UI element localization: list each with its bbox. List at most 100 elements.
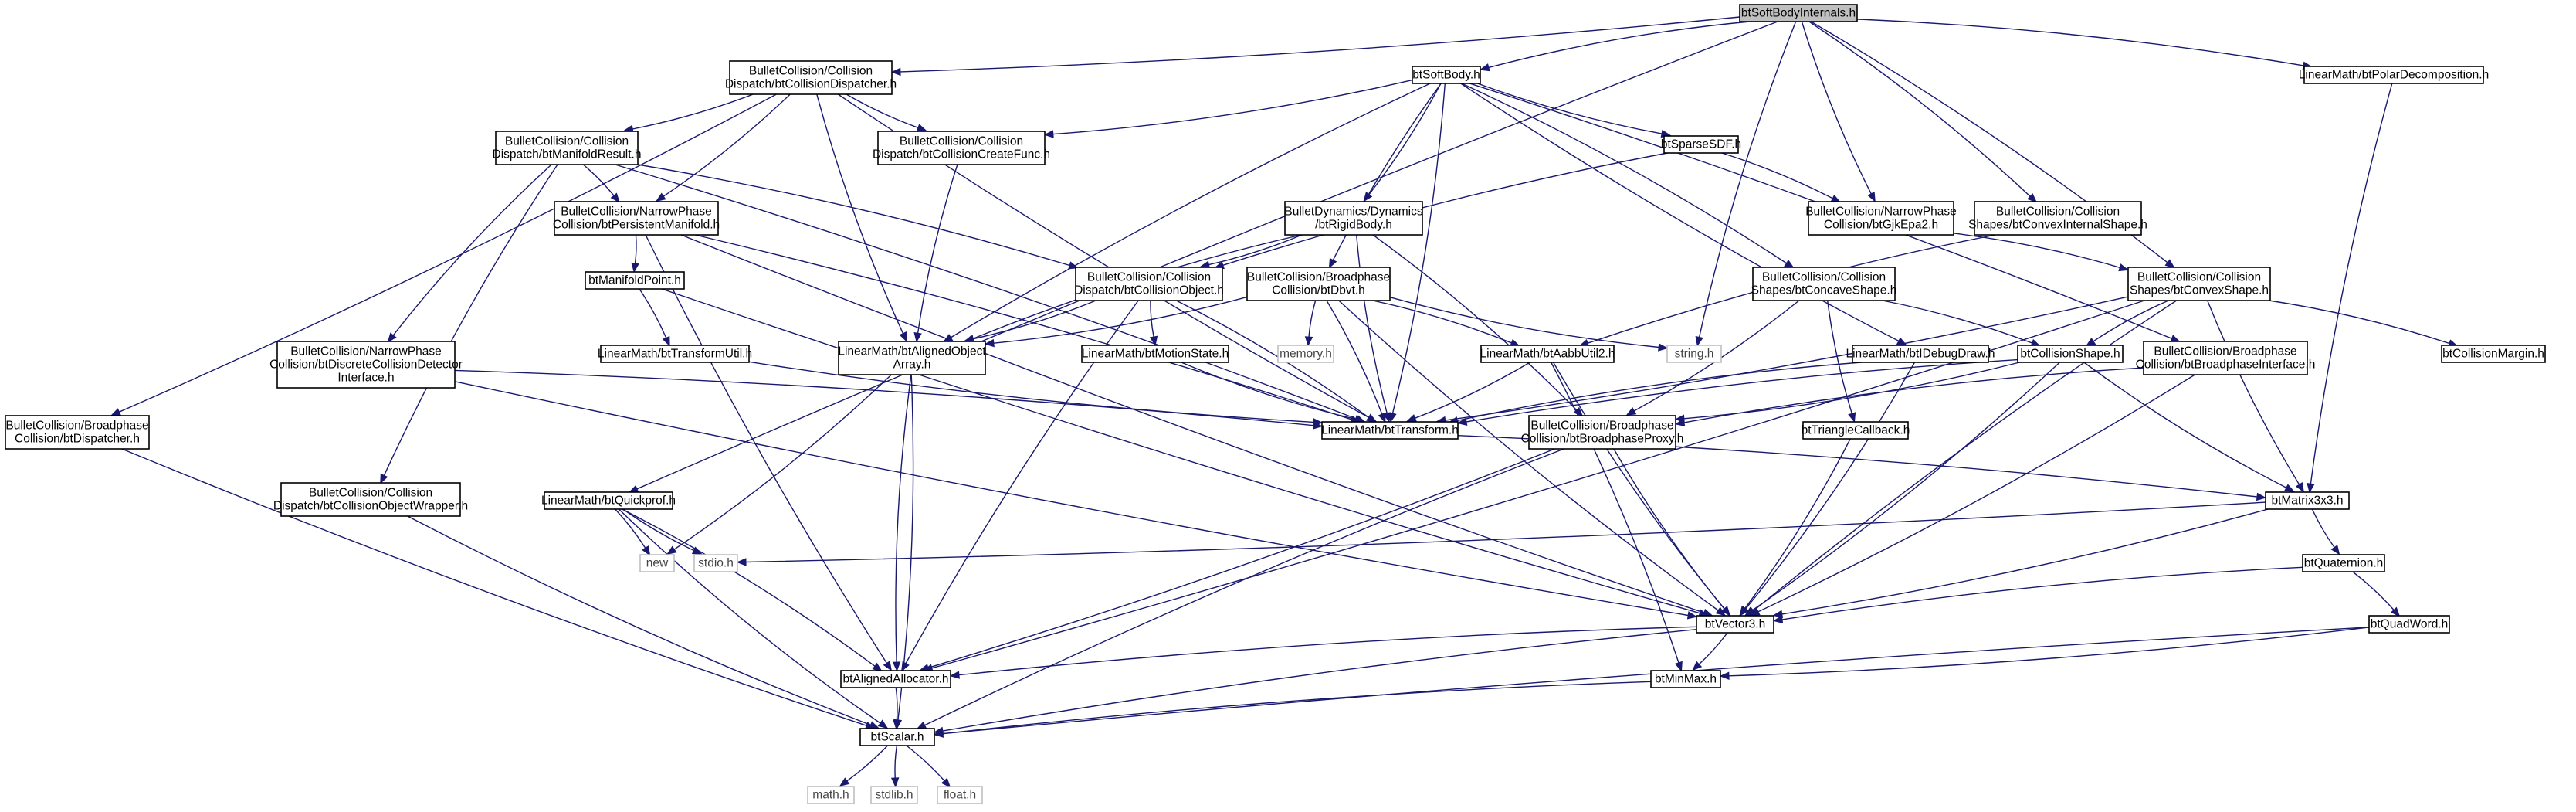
edge-line (1551, 362, 1679, 664)
node-tricallback[interactable]: btTriangleCallback.h (1802, 421, 1910, 440)
edge-line (1461, 83, 1787, 264)
node-box (1081, 345, 1229, 363)
edge-line (1176, 300, 1369, 418)
node-box (1808, 201, 1954, 236)
node-broadproxy[interactable]: BulletCollision/BroadphaseCollision/btBr… (1521, 415, 1684, 450)
edge-broadiface-to-broadproxy (1674, 367, 2144, 426)
edge-broadproxy-to-vector3 (1613, 448, 1730, 617)
edge-arrowhead (1772, 610, 1784, 618)
node-dispatcher[interactable]: BulletCollision/BroadphaseCollision/btDi… (5, 415, 150, 450)
edge-arrowhead (1867, 192, 1876, 202)
edge-arrowhead (1328, 257, 1337, 269)
node-transform[interactable]: LinearMath/btTransform.h (1321, 421, 1459, 440)
node-floath[interactable]: float.h (937, 786, 983, 804)
edge-line (1488, 21, 1751, 69)
node-manifoldpoint[interactable]: btManifoldPoint.h (585, 271, 685, 290)
node-sparsesdf[interactable]: btSparseSDF.h (1661, 135, 1741, 154)
node-label: LinearMath/btAlignedObject (838, 345, 986, 358)
edge-line (894, 745, 898, 779)
node-quadword[interactable]: btQuadWord.h (2368, 615, 2450, 634)
edge-line (846, 745, 888, 782)
edge-arrowhead (631, 262, 639, 273)
edge-arrowhead (2390, 606, 2401, 617)
node-idebugdraw[interactable]: LinearMath/btIDebugDraw.h (1846, 345, 1995, 363)
node-box (1075, 267, 1223, 301)
node-alignedalloc[interactable]: btAlignedAllocator.h (840, 670, 951, 688)
edge-line (895, 374, 912, 663)
node-discretecoll[interactable]: BulletCollision/NarrowPhaseCollision/btD… (269, 341, 463, 389)
node-newh[interactable]: new (639, 554, 675, 572)
node-broadiface[interactable]: BulletCollision/BroadphaseCollision/btBr… (2136, 341, 2316, 375)
node-label: string.h (1675, 348, 1714, 361)
node-root[interactable]: btSoftBodyInternals.h (1739, 4, 1858, 22)
node-collshape[interactable]: btCollisionShape.h (2017, 345, 2124, 363)
edge-arrowhead (1720, 606, 1730, 617)
node-quaternion[interactable]: btQuaternion.h (2302, 554, 2385, 572)
node-softbody[interactable]: btSoftBody.h (1412, 66, 1481, 84)
node-label: btMatrix3x3.h (2271, 494, 2343, 508)
edge-root-to-convexinternal (1808, 21, 2038, 203)
edge-softbody-to-dbvt (1328, 83, 1442, 269)
node-transformutil[interactable]: LinearMath/btTransformUtil.h (598, 345, 752, 363)
edge-motionstate-to-transform (1181, 362, 1365, 423)
edge-line (1751, 362, 2060, 611)
node-polardec[interactable]: LinearMath/btPolarDecomposition.h (2299, 66, 2489, 84)
node-box (729, 60, 893, 95)
node-collobjwrapper[interactable]: BulletCollision/CollisionDispatch/btColl… (273, 482, 468, 517)
node-box (276, 341, 456, 389)
node-box (1412, 66, 1481, 84)
node-matrix3x3[interactable]: btMatrix3x3.h (2265, 491, 2350, 510)
edge-line (1728, 627, 2370, 677)
edge-arrowhead (839, 777, 850, 787)
edge-line (1391, 83, 1446, 414)
nodes: btSoftBodyInternals.hBulletCollision/Col… (5, 4, 2546, 804)
node-quickprof[interactable]: LinearMath/btQuickprof.h (541, 491, 676, 510)
node-scalar[interactable]: btScalar.h (859, 728, 935, 746)
edge-line (454, 381, 1689, 617)
node-box (1974, 201, 2142, 236)
edge-arrowhead (1772, 615, 1784, 623)
edge-gjkepa2-to-convexshape (1953, 233, 2130, 272)
node-stringh[interactable]: string.h (1666, 345, 1722, 363)
node-manifoldres[interactable]: BulletCollision/CollisionDispatch/btMani… (493, 131, 642, 165)
edge-line (816, 93, 904, 334)
node-colldisp[interactable]: BulletCollision/CollisionDispatch/btColl… (725, 60, 897, 95)
edge-scalar-to-floath (906, 745, 951, 788)
edge-line (942, 629, 1697, 732)
edge-line (454, 369, 1314, 426)
node-gjkepa2[interactable]: BulletCollision/NarrowPhaseCollision/btG… (1805, 201, 1957, 236)
node-persmanifold[interactable]: BulletCollision/NarrowPhaseCollision/btP… (553, 201, 720, 236)
node-aabbutil[interactable]: LinearMath/btAabbUtil2.h (1480, 345, 1615, 363)
node-math[interactable]: math.h (807, 786, 855, 804)
node-label: btSoftBodyInternals.h (1741, 7, 1856, 20)
node-createfunc[interactable]: BulletCollision/CollisionDispatch/btColl… (873, 131, 1050, 165)
edge-collshape-to-matrix3x3 (2083, 362, 2295, 492)
node-stdlib[interactable]: stdlib.h (870, 786, 918, 804)
node-concaveshape[interactable]: BulletCollision/CollisionShapes/btConcav… (1751, 267, 1897, 301)
node-stdio[interactable]: stdio.h (693, 554, 738, 572)
edge-concaveshape-to-tricallback (1827, 300, 1856, 423)
edge-arrowhead (1573, 406, 1584, 417)
node-memory[interactable]: memory.h (1277, 345, 1334, 363)
node-label: stdlib.h (875, 789, 913, 802)
node-minmax[interactable]: btMinMax.h (1650, 670, 1721, 688)
node-collmargin[interactable]: btCollisionMargin.h (2441, 345, 2546, 363)
edge-line (673, 374, 892, 550)
node-box (280, 482, 461, 517)
edge-line (582, 164, 615, 196)
edge-line (615, 164, 1357, 420)
node-vector3[interactable]: btVector3.h (1696, 615, 1774, 634)
edge-manifoldres-to-discretecoll (387, 164, 552, 343)
node-convexshape[interactable]: BulletCollision/CollisionShapes/btConvex… (2127, 267, 2271, 301)
edge-line (1222, 152, 1668, 266)
node-collobject[interactable]: BulletCollision/CollisionDispatch/btColl… (1074, 267, 1224, 301)
edge-line (900, 16, 1740, 73)
node-motionstate[interactable]: LinearMath/btMotionState.h (1081, 345, 1229, 363)
node-rigidbody[interactable]: BulletDynamics/Dynamics/btRigidBody.h (1284, 201, 1423, 236)
node-dbvt[interactable]: BulletCollision/BroadphaseCollision/btDb… (1246, 267, 1391, 301)
edge-line (942, 681, 1652, 735)
edge-arrowhead (110, 408, 121, 416)
edge-line (1827, 300, 1852, 414)
node-convexinternal[interactable]: BulletCollision/CollisionShapes/btConvex… (1968, 201, 2147, 236)
